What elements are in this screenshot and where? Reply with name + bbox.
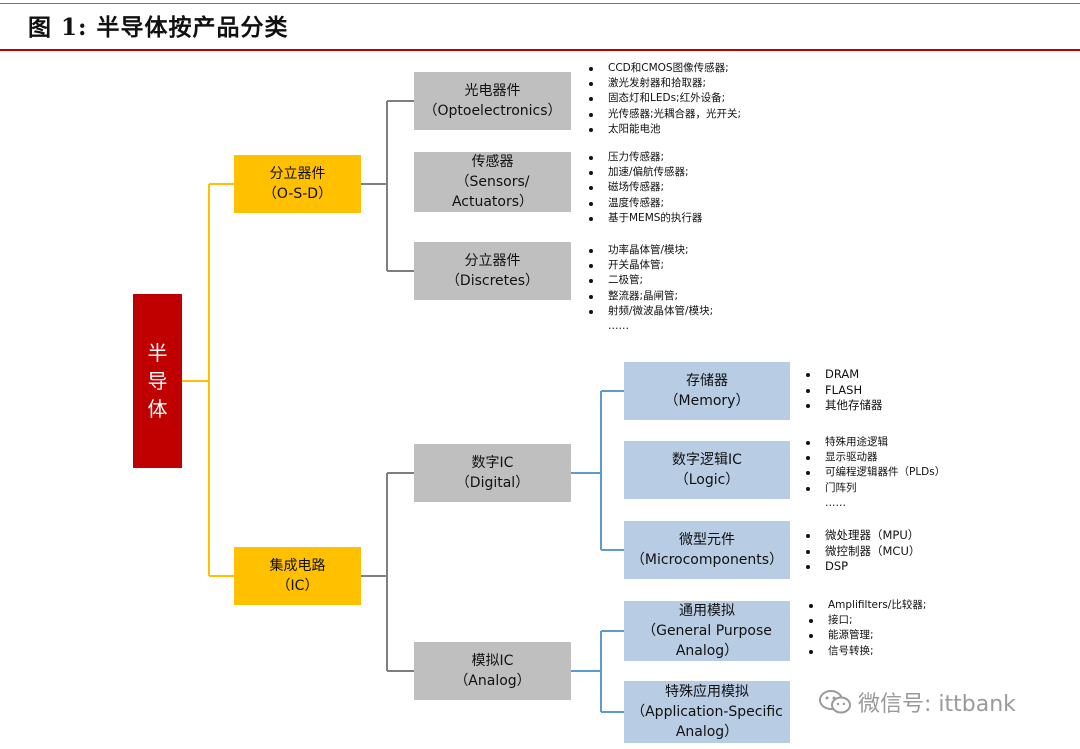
level1-connectors <box>361 100 414 672</box>
watermark-text: 微信号: ittbank <box>858 692 1016 717</box>
list-item: 压力传感器; <box>586 150 702 165</box>
opto-list: CCD和CMOS图像传感器; 激光发射器和拾取器; 固态灯和LEDs;红外设备;… <box>586 61 741 137</box>
figure-title: 图 1: 半导体按产品分类 <box>28 14 289 41</box>
list-item: 能源管理; <box>806 628 926 643</box>
micro-zh: 微型元件 <box>679 532 735 548</box>
list-item: 太阳能电池 <box>586 122 741 137</box>
digital-zh: 数字IC <box>471 455 514 471</box>
analog-en: （Analog） <box>454 673 531 689</box>
list-item: 整流器;晶闸管; <box>586 289 713 304</box>
list-item: 二极管; <box>586 273 713 288</box>
ic-en: （IC） <box>276 578 319 594</box>
micro-list: 微处理器（MPU） 微控制器（MCU） DSP <box>803 528 920 575</box>
ic-zh: 集成电路 <box>269 558 326 574</box>
list-item: CCD和CMOS图像传感器; <box>586 61 741 76</box>
node-logic: 数字逻辑IC （Logic） <box>624 441 790 499</box>
list-item: 固态灯和LEDs;红外设备; <box>586 91 741 106</box>
node-microcomponents: 微型元件 （Microcomponents） <box>624 521 790 579</box>
logic-en: （Logic） <box>674 472 740 488</box>
node-sensors: 传感器 （Sensors/ Actuators） <box>414 152 571 212</box>
list-item: 温度传感器; <box>586 196 702 211</box>
opto-en: （Optoelectronics） <box>423 103 562 119</box>
wechat-icon <box>819 690 851 714</box>
micro-en: （Microcomponents） <box>630 552 784 568</box>
list-item: 基于MEMS的执行器 <box>586 211 702 226</box>
list-item: 接口; <box>806 613 926 628</box>
list-item: 其他存储器 <box>803 398 883 414</box>
list-item: 开关晶体管; <box>586 258 713 273</box>
discretes-list: 功率晶体管/模块; 开关晶体管; 二极管; 整流器;晶闸管; 射频/微波晶体管/… <box>586 243 713 334</box>
list-item: 磁场传感器; <box>586 180 702 195</box>
list-item: 功率晶体管/模块; <box>586 243 713 258</box>
list-item: 激光发射器和拾取器; <box>586 76 741 91</box>
memory-en: （Memory） <box>664 393 750 409</box>
sensors-zh: 传感器 <box>471 154 514 170</box>
list-item: 门阵列 <box>803 481 945 496</box>
general-en2: Analog） <box>675 643 739 659</box>
level2-connectors <box>571 390 624 713</box>
osd-zh: 分立器件 <box>269 166 326 182</box>
general-analog-list: Amplifilters/比较器; 接口; 能源管理; 信号转换; <box>806 598 926 659</box>
node-memory: 存储器 （Memory） <box>624 362 790 420</box>
list-item: 信号转换; <box>806 644 926 659</box>
root-connectors <box>182 183 234 577</box>
node-digital: 数字IC （Digital） <box>414 444 571 502</box>
node-optoelectronics: 光电器件 （Optoelectronics） <box>414 72 571 130</box>
wechat-watermark: 微信号: ittbank <box>818 686 1016 718</box>
digital-en: （Digital） <box>455 475 530 491</box>
general-en1: （General Purpose <box>642 623 772 639</box>
list-item: 光传感器;光耦合器，光开关; <box>586 107 741 122</box>
node-analog: 模拟IC （Analog） <box>414 642 571 700</box>
node-discretes: 分立器件 （Discretes） <box>414 242 571 300</box>
general-zh: 通用模拟 <box>679 603 735 619</box>
list-item: 微控制器（MCU） <box>803 544 920 560</box>
list-item: 加速/偏航传感器; <box>586 165 702 180</box>
specific-zh: 特殊应用模拟 <box>665 684 749 700</box>
list-item: 可编程逻辑器件（PLDs） <box>803 465 945 480</box>
specific-en2: Analog） <box>675 724 739 740</box>
analog-zh: 模拟IC <box>471 653 514 669</box>
top-rule <box>0 3 1080 4</box>
sensors-en1: （Sensors/ <box>455 174 530 190</box>
logic-list: 特殊用途逻辑 显示驱动器 可编程逻辑器件（PLDs） 门阵列 …… <box>803 435 945 511</box>
osd-en: （O-S-D） <box>262 186 333 202</box>
list-item: DRAM <box>803 367 883 383</box>
title-underline <box>0 49 1080 51</box>
sensors-en2: Actuators） <box>451 194 534 210</box>
logic-zh: 数字逻辑IC <box>672 452 742 468</box>
specific-en1: （Application-Specific <box>631 704 783 720</box>
opto-zh: 光电器件 <box>464 83 521 99</box>
list-item: 微处理器（MPU） <box>803 528 920 544</box>
discretes-en: （Discretes） <box>445 273 540 289</box>
memory-zh: 存储器 <box>686 373 728 389</box>
discretes-zh: 分立器件 <box>464 253 521 269</box>
node-ic: 集成电路 （IC） <box>234 547 361 605</box>
list-item: Amplifilters/比较器; <box>806 598 926 613</box>
list-item: DSP <box>803 559 920 575</box>
list-item: FLASH <box>803 383 883 399</box>
list-item: 显示驱动器 <box>803 450 945 465</box>
list-ellipsis: …… <box>825 496 846 509</box>
root-node-semiconductor: 半 导 体 <box>133 294 182 468</box>
list-item: 射频/微波晶体管/模块; <box>586 304 713 319</box>
memory-list: DRAM FLASH 其他存储器 <box>803 367 883 414</box>
list-ellipsis: …… <box>608 320 629 333</box>
node-osd: 分立器件 （O-S-D） <box>234 155 361 213</box>
node-application-specific-analog: 特殊应用模拟 （Application-Specific Analog） <box>624 681 790 743</box>
root-label: 半 导 体 <box>147 341 168 421</box>
list-item: 特殊用途逻辑 <box>803 435 945 450</box>
sensors-list: 压力传感器; 加速/偏航传感器; 磁场传感器; 温度传感器; 基于MEMS的执行… <box>586 150 702 226</box>
node-general-purpose-analog: 通用模拟 （General Purpose Analog） <box>624 601 790 661</box>
